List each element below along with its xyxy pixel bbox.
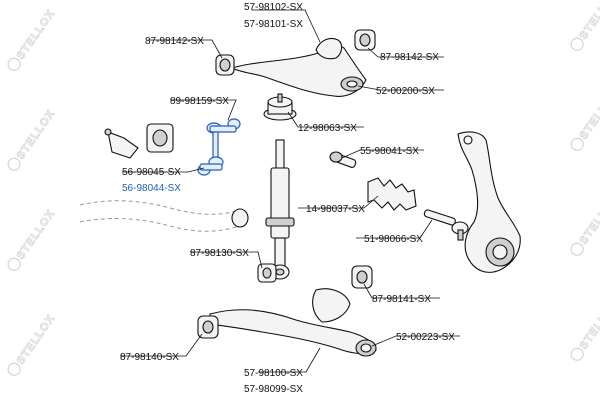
label-14-98037: 14-98037-SX <box>306 204 365 215</box>
stabilizer-link <box>197 118 241 176</box>
label-57-98102: 57-98102-SX <box>244 2 303 13</box>
leader-lines <box>120 9 460 373</box>
watermark-text: STELLOX <box>15 108 58 162</box>
tie-rod-end <box>423 209 469 241</box>
label-57-98100: 57-98100-SX <box>244 368 303 379</box>
lower-arm-bushing-left <box>197 315 219 339</box>
lower-arm-bushing-right <box>351 265 373 289</box>
watermark-left: STELLOX STELLOX STELLOX STELLOX <box>7 7 58 376</box>
label-57-98099: 57-98099-SX <box>244 384 303 395</box>
label-52-00223: 52-00223-SX <box>396 332 455 343</box>
label-57-98101: 57-98101-SX <box>244 19 303 30</box>
label-87-98142-right: 87-98142-SX <box>380 52 439 63</box>
stabilizer-bar <box>79 200 249 232</box>
watermark-text: STELLOX <box>578 88 600 142</box>
label-87-98140: 87-98140-SX <box>120 352 179 363</box>
lower-control-arm <box>209 288 377 357</box>
stabilizer-bracket <box>104 128 139 159</box>
watermark-text: STELLOX <box>578 0 600 42</box>
upper-control-arm <box>230 37 367 97</box>
watermark-right: STELLOX STELLOX STELLOX STELLOX <box>570 0 600 361</box>
watermark-text: STELLOX <box>15 313 58 367</box>
label-12-98063: 12-98063-SX <box>298 123 357 134</box>
steering-knuckle <box>457 131 521 273</box>
label-56-98044: 56-98044-SX <box>122 183 181 194</box>
steering-boot <box>367 177 417 211</box>
inner-tie-rod <box>329 151 357 168</box>
strut-top-mount <box>263 93 297 121</box>
label-87-98142-left: 87-98142-SX <box>145 36 204 47</box>
watermark-text: STELLOX <box>15 8 58 62</box>
label-56-98045: 56-98045-SX <box>122 167 181 178</box>
label-89-98159: 89-98159-SX <box>170 96 229 107</box>
shock-bushing <box>257 263 277 283</box>
label-51-98066: 51-98066-SX <box>364 234 423 245</box>
shock-absorber <box>265 139 295 280</box>
upper-arm-bushing-right <box>354 29 376 51</box>
label-87-98141: 87-98141-SX <box>372 294 431 305</box>
label-87-98130: 87-98130-SX <box>190 248 249 259</box>
watermark-text: STELLOX <box>578 193 600 247</box>
upper-arm-bushing-left <box>215 54 235 76</box>
label-55-98041: 55-98041-SX <box>360 146 419 157</box>
stabilizer-bushing <box>146 123 174 153</box>
label-52-00200: 52-00200-SX <box>376 86 435 97</box>
part-labels: 57-98102-SX 57-98101-SX 87-98142-SX 87-9… <box>120 2 455 395</box>
watermark-text: STELLOX <box>578 298 600 352</box>
watermark-text: STELLOX <box>15 208 58 262</box>
